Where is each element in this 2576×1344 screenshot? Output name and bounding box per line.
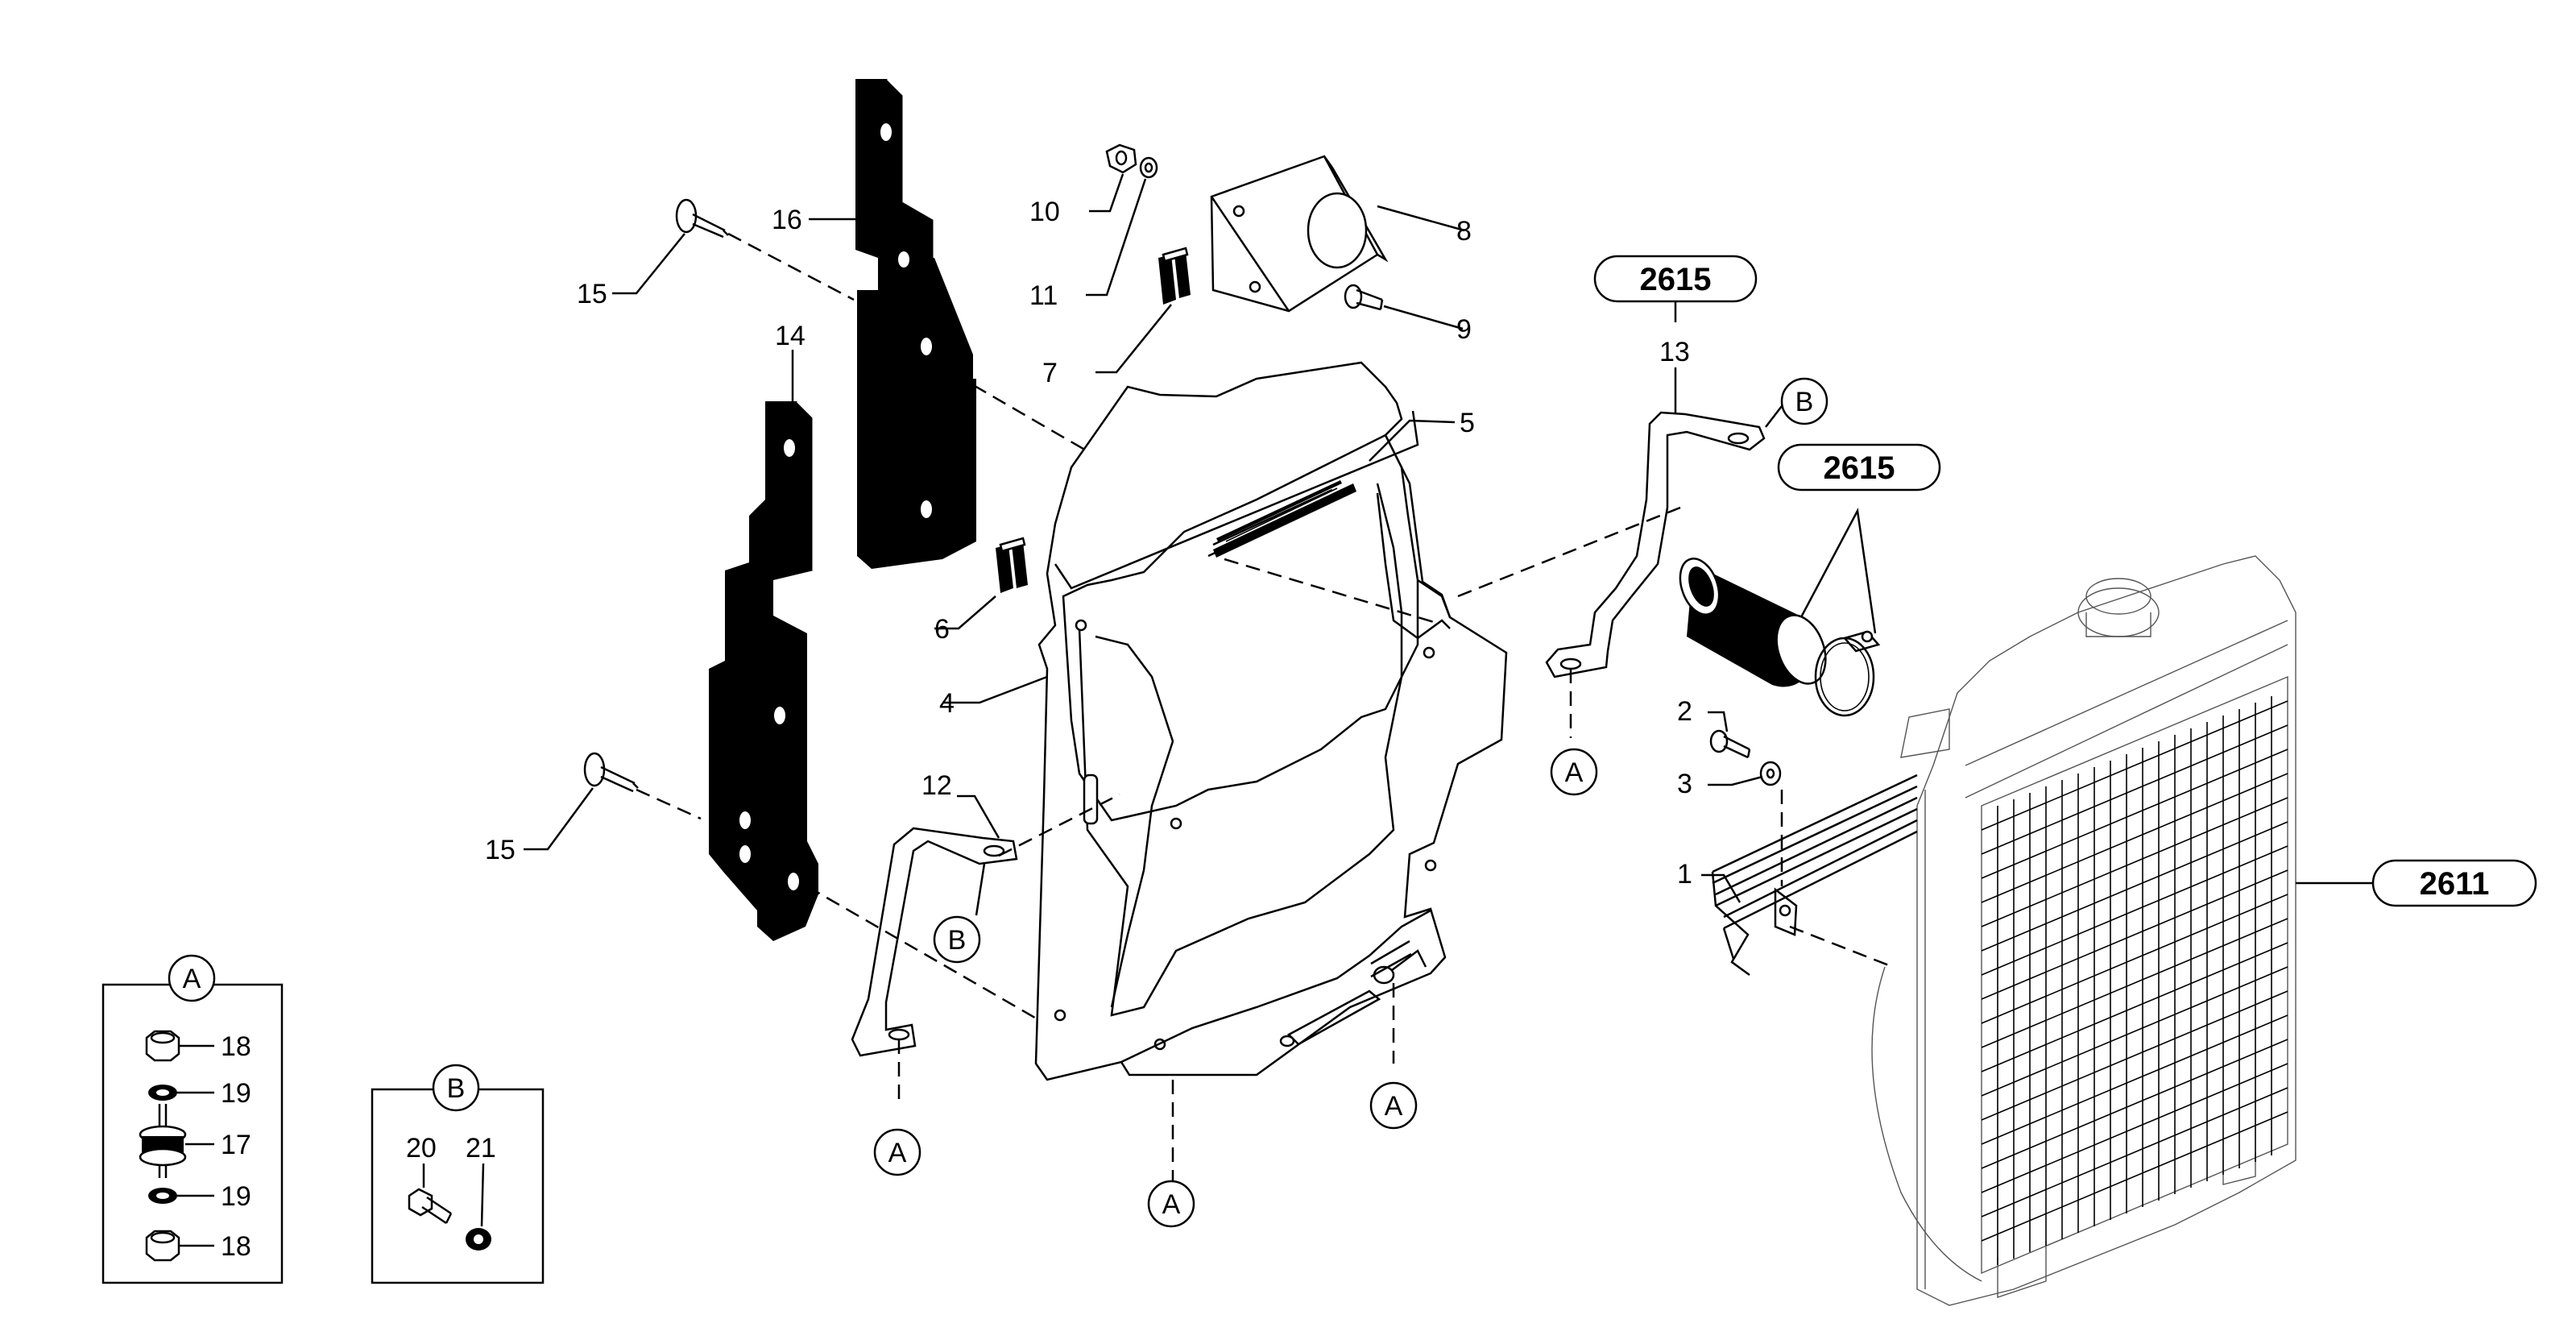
circle-label-a-detail: A: [168, 954, 216, 1002]
circle-label-b-1: B: [933, 915, 981, 964]
callout-2: 2: [1677, 696, 1692, 727]
callout-18-top: 18: [221, 1031, 251, 1062]
part-9-bolt: [1344, 284, 1384, 311]
part-16-upper-bracket: [855, 77, 976, 569]
svg-text:A: A: [183, 964, 201, 994]
callout-18-bottom: 18: [221, 1231, 251, 1262]
svg-text:2615: 2615: [1640, 262, 1712, 297]
callout-3: 3: [1677, 769, 1692, 799]
detail-box-a: [101, 983, 284, 1284]
part-4-shroud-frame: [1034, 361, 1508, 1081]
hose-part: [1679, 558, 1827, 687]
callout-8: 8: [1456, 216, 1472, 247]
circle-label-a-4: A: [1550, 748, 1598, 796]
callout-9: 9: [1456, 314, 1472, 345]
ref-label-2611: 2611: [2371, 859, 2537, 907]
svg-text:A: A: [888, 1138, 907, 1168]
part-2-bolt: [1709, 729, 1751, 759]
part-11-washer: [1139, 156, 1158, 179]
svg-text:A: A: [1385, 1091, 1403, 1122]
part-18-nut-bottom: [145, 1230, 180, 1262]
circle-label-a-3: A: [1369, 1081, 1418, 1130]
ref-label-2615-hose: 2615: [1777, 443, 1941, 492]
circle-label-b-detail: B: [432, 1064, 480, 1112]
svg-text:A: A: [1162, 1189, 1181, 1220]
part-21-washer: [466, 1228, 491, 1251]
callout-21: 21: [466, 1133, 496, 1164]
part-19-washer-bottom: [148, 1188, 177, 1204]
svg-text:2615: 2615: [1824, 450, 1895, 486]
svg-text:B: B: [948, 925, 967, 956]
part-15-screw-upper: [675, 198, 729, 239]
part-4-bottom-mount: [1120, 909, 1431, 1064]
part-5-seal-strip: [1213, 483, 1356, 558]
part-20-bolt: [408, 1188, 453, 1225]
part-12-stay-rod: [851, 827, 1018, 1057]
circle-label-a-1: A: [873, 1128, 921, 1176]
part-14-lower-bracket: [709, 400, 818, 941]
part-17-rubber-mount: [139, 1104, 187, 1178]
callout-17: 17: [221, 1130, 251, 1160]
callout-4: 4: [939, 688, 955, 719]
callout-15-upper: 15: [577, 279, 607, 309]
part-7-grommet: [1158, 247, 1191, 305]
svg-text:2611: 2611: [2420, 866, 2490, 902]
part-3-washer: [1759, 761, 1782, 786]
callout-11: 11: [1029, 280, 1058, 311]
callout-20: 20: [406, 1133, 437, 1164]
callout-13: 13: [1659, 337, 1690, 367]
part-6-grommet: [996, 537, 1028, 593]
callout-16: 16: [772, 205, 802, 235]
callout-5: 5: [1460, 408, 1475, 438]
radiator-assembly: [1871, 555, 2296, 1306]
svg-text:B: B: [1795, 387, 1814, 417]
circle-label-b-2: B: [1780, 377, 1828, 425]
svg-text:B: B: [447, 1073, 466, 1104]
callout-1: 1: [1677, 859, 1692, 890]
callout-10: 10: [1029, 197, 1060, 227]
callout-19-bottom: 19: [221, 1181, 251, 1212]
callout-14: 14: [775, 321, 806, 351]
part-1-pipe-bracket: [1711, 774, 1918, 977]
svg-text:A: A: [1565, 757, 1584, 788]
dashed-alignment-lines: [636, 232, 1894, 1188]
hose-clamp: [1814, 630, 1881, 717]
callout-19-top: 19: [221, 1078, 251, 1109]
ref-label-2615-top: 2615: [1593, 255, 1758, 303]
callout-12: 12: [921, 770, 952, 801]
radiator-core-grid: [1981, 675, 2288, 1275]
callout-7: 7: [1042, 358, 1058, 388]
circle-label-a-2: A: [1147, 1180, 1195, 1228]
part-10-nut: [1105, 143, 1137, 174]
callout-6: 6: [934, 614, 950, 645]
part-8-triangular-bracket: [1210, 155, 1389, 313]
callout-labels: 1 2 3 4 5 6 7 8 9 10 11 12 13 14 15 15 1…: [221, 197, 1692, 1262]
detail-box-b: [371, 1088, 545, 1284]
leader-lines: [524, 173, 2373, 903]
part-19-washer-top: [148, 1085, 177, 1101]
part-15-screw-lower: [583, 752, 639, 793]
callout-15-lower: 15: [485, 835, 516, 865]
part-18-nut-top: [145, 1030, 180, 1062]
